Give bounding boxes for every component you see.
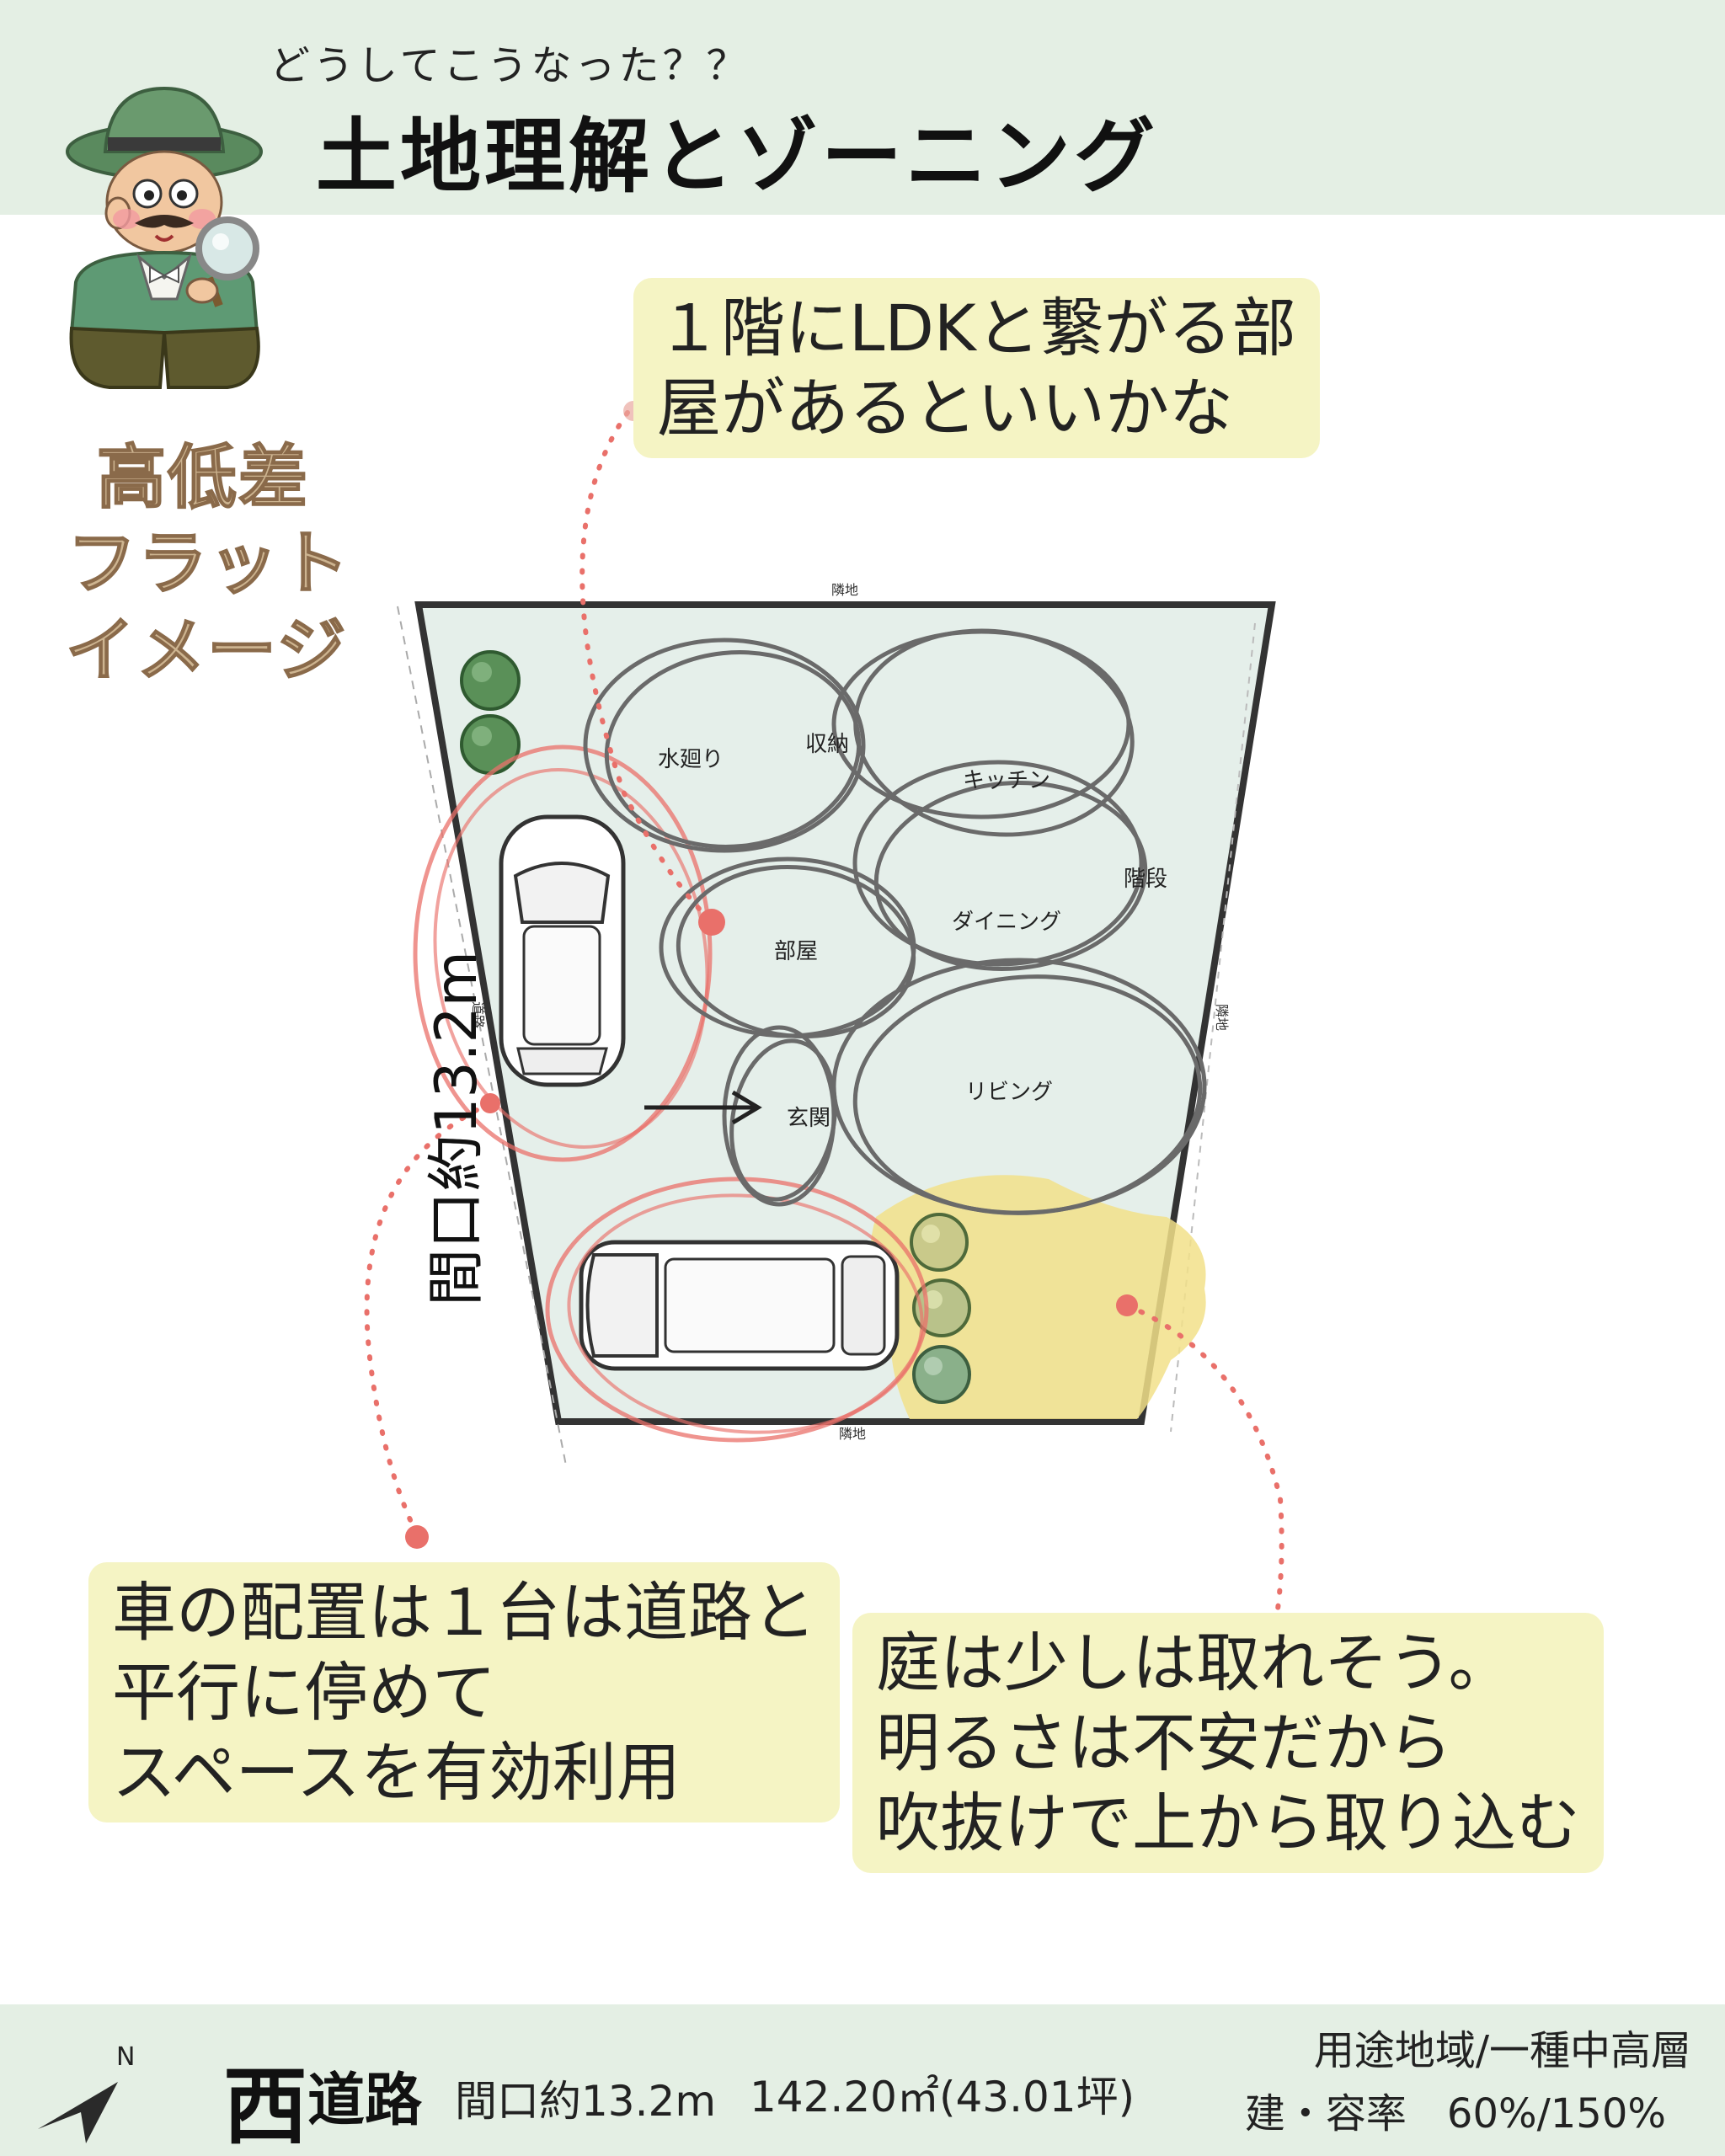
tree-icon — [912, 1345, 971, 1404]
leader-line-left — [364, 1101, 493, 1537]
side-label-image: イメージ — [65, 610, 348, 691]
zone-circle-storage — [853, 628, 1135, 837]
road-word: 道路 — [307, 2068, 423, 2134]
marker-dot — [698, 909, 725, 936]
detective-illustration — [66, 86, 263, 389]
zone-label-water: 水廻り — [658, 747, 724, 772]
zone-circle-living — [852, 974, 1203, 1215]
header-band — [0, 0, 1725, 215]
entrance-arrow — [644, 1090, 762, 1125]
bubble-top: １階にLDKと繋がる部 屋があるといいかな — [633, 278, 1320, 458]
zone-circle-kitchen — [852, 760, 1144, 967]
compass-letter: N — [116, 2042, 135, 2072]
zone-label-living: リビング — [965, 1080, 1053, 1105]
road-label-side: 道路 — [470, 1001, 486, 1028]
road-edge-line — [397, 606, 567, 1466]
car-zone-circle — [433, 768, 709, 1149]
footer-band — [0, 2004, 1725, 2156]
zone-label-stairs: 階段 — [1124, 867, 1167, 892]
zone-circle-entrance — [729, 1038, 837, 1202]
marker-dot — [405, 1525, 429, 1549]
bubble-left-line: 平行に停めて — [112, 1655, 496, 1730]
zone-label-entrance: 玄関 — [787, 1106, 830, 1131]
tree-icon — [460, 650, 521, 711]
footer-area: 142.20㎡(43.01坪) — [750, 2073, 1135, 2121]
road-direction: 西 — [223, 2057, 307, 2156]
zone-label-kitchen: キッチン — [963, 768, 1050, 793]
tree-icon — [460, 714, 521, 775]
bubble-top-line: １階にLDKと繋がる部 — [657, 291, 1296, 366]
leader-line-right — [1124, 1303, 1284, 1624]
footer-zoning: 用途地域/一種中高層 — [1313, 2027, 1691, 2074]
car-zone-circle — [413, 744, 713, 1162]
car-icon — [499, 814, 626, 1087]
bubble-left-line: 車の配置は１台は道路と — [112, 1575, 816, 1650]
zone-circle-room — [676, 864, 916, 1039]
bubble-right-line: 吹抜けで上から取り込む — [876, 1785, 1580, 1860]
zone-label-storage: 収納 — [805, 732, 849, 757]
zone-label-dining: ダイニング — [952, 910, 1061, 935]
bubble-left-line: スペースを有効利用 — [112, 1735, 681, 1810]
zone-circle-water — [583, 638, 866, 853]
car-zone-circle — [545, 1177, 929, 1443]
footer-ratio: 建・容率 60%/150% — [1244, 2090, 1666, 2137]
bubble-right-line: 明るさは不安だから — [876, 1705, 1452, 1780]
side-label-elevation: 高低差 — [96, 437, 310, 519]
marker-dot — [1116, 1294, 1138, 1316]
frontage-label: 間口約13.2m — [424, 951, 490, 1306]
subtitle: どうしてこうなった？？ — [270, 42, 750, 89]
bubble-right: 庭は少しは取れそう。 明るさは不安だから 吹抜けで上から取り込む — [852, 1613, 1604, 1873]
compass-icon: N — [38, 2042, 135, 2143]
side-label-flat: フラット — [67, 523, 351, 605]
zone-label-room: 部屋 — [774, 939, 818, 964]
marker-dot — [480, 1093, 500, 1113]
tree-icon — [910, 1213, 969, 1272]
zone-circle-kitchen — [873, 781, 1148, 971]
neighbor-label-bottom: 隣地 — [839, 1426, 866, 1442]
bubble-right-line: 庭は少しは取れそう。 — [876, 1625, 1513, 1700]
car-icon — [579, 1240, 900, 1371]
bubble-top-line: 屋があるといいかな — [657, 371, 1233, 446]
page-title: 土地理解とゾーニング — [316, 109, 1158, 204]
footer-frontage: 間口約13.2m — [455, 2077, 717, 2126]
bubble-left: 車の配置は１台は道路と 平行に停めて スペースを有効利用 — [88, 1562, 840, 1822]
neighbor-label-top: 隣地 — [831, 582, 858, 598]
neighbor-label-right: 隣地 — [1214, 1004, 1230, 1031]
